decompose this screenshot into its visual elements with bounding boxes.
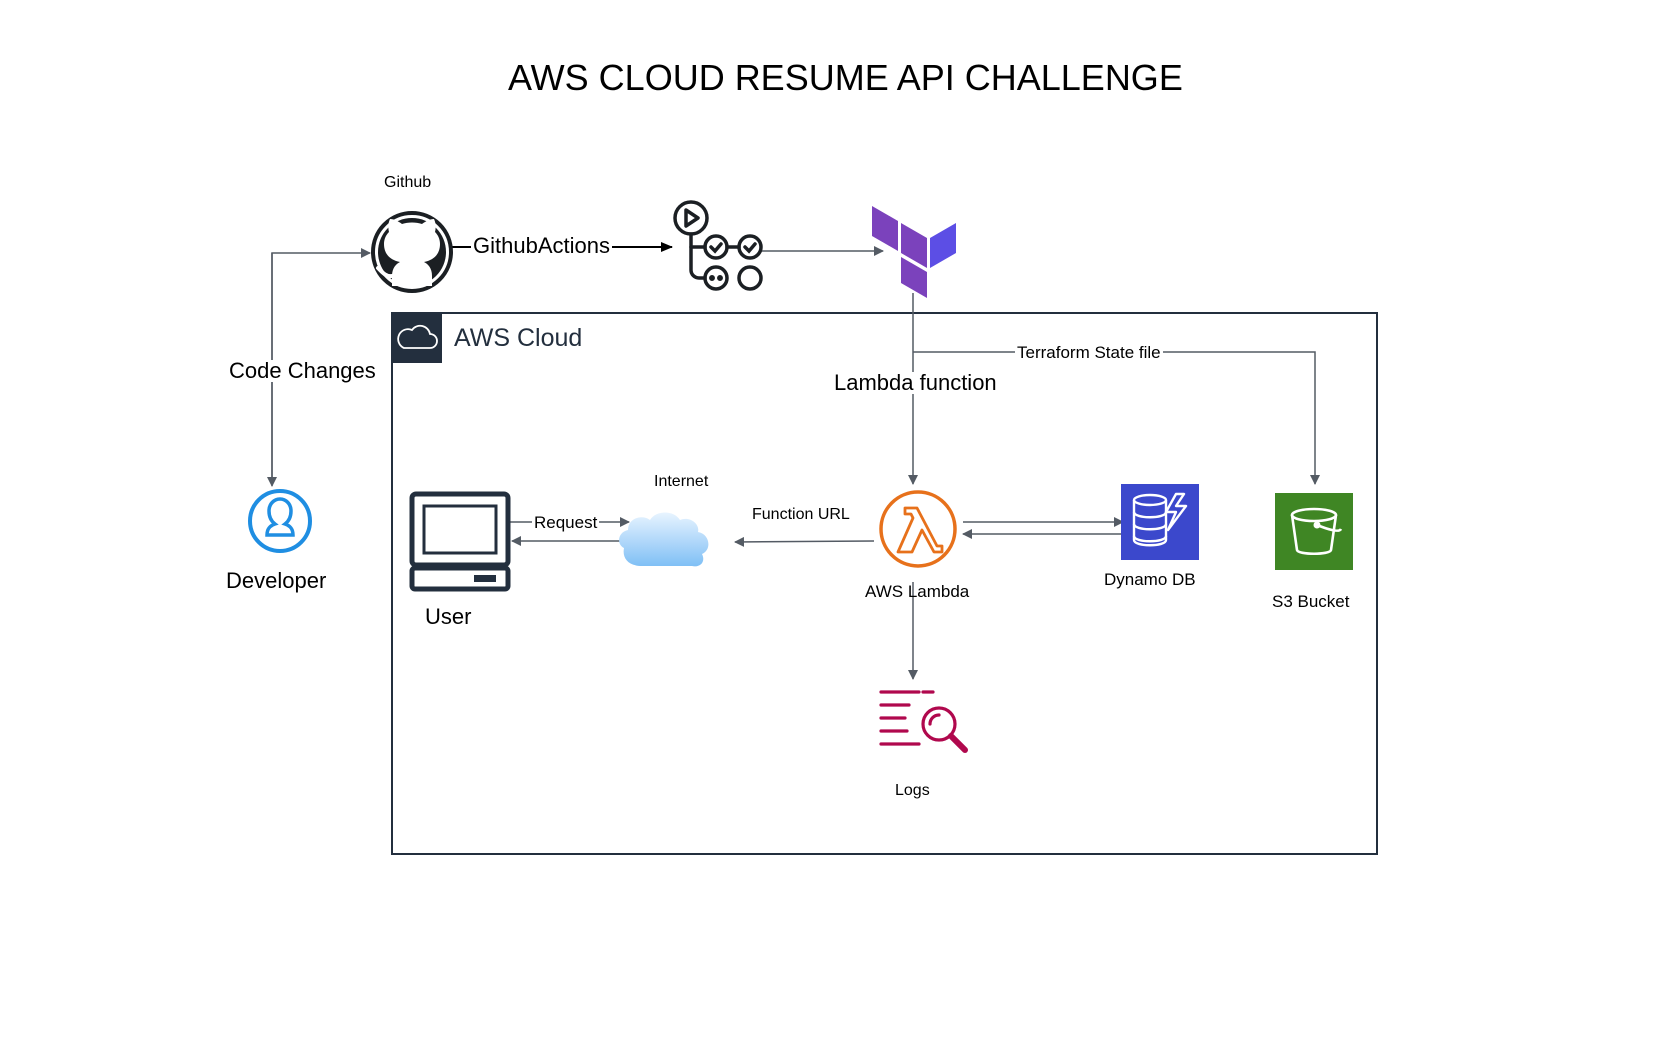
developer-label: Developer: [226, 568, 327, 593]
aws-cloud-icon: [392, 313, 442, 363]
request-label: Request: [532, 513, 600, 532]
aws-lambda-icon: [879, 490, 957, 568]
aws-cloud-group: [391, 312, 1378, 855]
github-label: Github: [384, 174, 432, 191]
function-url-label: Function URL: [752, 506, 850, 523]
github-actions-workflow-icon: [673, 200, 763, 291]
cloud-icon: [619, 512, 709, 567]
dynamo-db-label: Dynamo DB: [1104, 570, 1196, 589]
terraform-icon: [872, 206, 956, 298]
lambda-function-label: Lambda function: [832, 370, 999, 395]
aws-cloud-label: AWS Cloud: [454, 324, 583, 352]
code-changes-label: Code Changes: [227, 358, 378, 383]
internet-label: Internet: [654, 473, 709, 490]
github-actions-label: GithubActions: [471, 233, 612, 258]
cloudwatch-logs-icon: [879, 690, 968, 753]
aws-lambda-label: AWS Lambda: [865, 582, 970, 601]
edge-function-url: [734, 536, 875, 547]
terraform-state-label: Terraform State file: [1015, 343, 1163, 362]
computer-terminal-icon: [409, 491, 511, 592]
dynamodb-icon: [1121, 484, 1199, 560]
diagram-title: AWS CLOUD RESUME API CHALLENGE: [508, 57, 1183, 98]
user-label: User: [425, 604, 472, 629]
s3-bucket-icon: [1275, 493, 1353, 570]
user-circle-icon: [248, 489, 312, 553]
github-icon: [371, 211, 453, 293]
logs-label: Logs: [895, 782, 930, 799]
s3-bucket-label: S3 Bucket: [1272, 592, 1350, 611]
